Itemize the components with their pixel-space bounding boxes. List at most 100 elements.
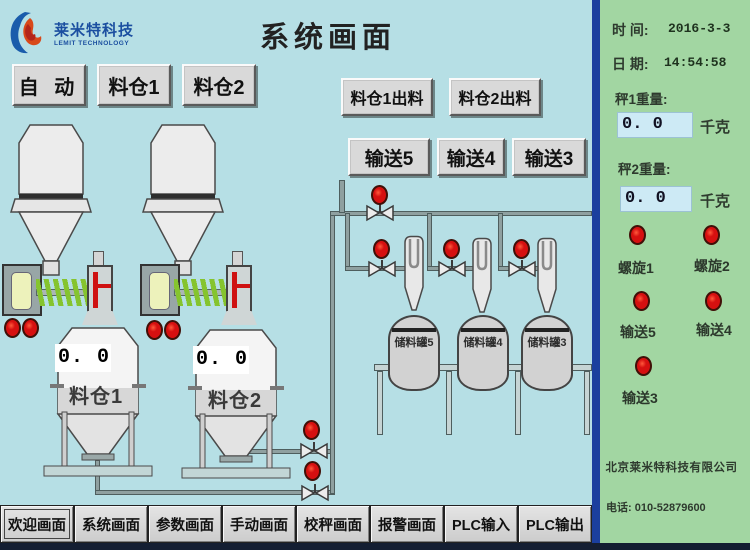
- nav-scale-calibration-screen[interactable]: 校秤画面: [296, 505, 370, 543]
- valve-indicator-lamp: [443, 239, 460, 259]
- screw2-indicator-lamp: [164, 320, 181, 340]
- conveyor5-status-lamp: [633, 291, 650, 311]
- valve-indicator-lamp: [513, 239, 530, 259]
- hopper2-label: 料仓2: [208, 390, 263, 412]
- conveyor4-status-lamp: [705, 291, 722, 311]
- nav-params-screen[interactable]: 参数画面: [148, 505, 222, 543]
- bottom-edge-strip: [0, 543, 750, 550]
- screw2-motor: [140, 264, 180, 316]
- valve-indicator-lamp: [373, 239, 390, 259]
- tank-band: [461, 328, 505, 332]
- pipe: [339, 180, 345, 213]
- conveyor5-button[interactable]: 输送5: [348, 138, 430, 176]
- tank-stand-leg: [515, 371, 521, 435]
- conveyor4-button[interactable]: 输送4: [437, 138, 505, 176]
- storage-tank-5: 储料罐5: [388, 315, 440, 391]
- valve-indicator-lamp: [304, 461, 321, 481]
- company-logo-icon: [10, 12, 42, 54]
- pipe: [330, 211, 592, 216]
- pipe: [330, 211, 335, 494]
- screw1-indicator-lamp: [4, 318, 21, 338]
- valve-indicator-lamp: [303, 420, 320, 440]
- nav-plc-output-screen[interactable]: PLC输出: [518, 505, 592, 543]
- nav-alarm-screen[interactable]: 报警画面: [370, 505, 444, 543]
- time-value: 2016-3-3: [668, 21, 731, 36]
- cyclone-filter-5: [404, 235, 424, 311]
- valve-icon: [301, 484, 329, 502]
- company-name-text: 北京莱米特科技有限公司: [605, 462, 738, 474]
- tank4-label: 储料罐4: [463, 337, 503, 349]
- pipe: [498, 213, 503, 269]
- scale2-unit-label: 千克: [700, 193, 731, 210]
- storage-tank-4: 储料罐4: [457, 315, 509, 391]
- time-label: 时 间:: [612, 22, 649, 38]
- hopper1-label: 料仓1: [69, 386, 124, 408]
- discharge-column-1: [87, 265, 113, 313]
- scale1-unit-label: 千克: [700, 119, 731, 136]
- level-sensor-tick: [98, 284, 111, 288]
- motor-core: [149, 272, 170, 310]
- screw2-indicator-label: 螺旋2: [694, 258, 730, 274]
- silo1-button[interactable]: 料仓1: [97, 64, 171, 106]
- valve-icon: [438, 260, 466, 278]
- screw1-indicator-lamp: [22, 318, 39, 338]
- date-label: 日 期:: [612, 56, 649, 72]
- storage-tank-3: 储料罐3: [521, 315, 573, 391]
- auto-mode-button[interactable]: 自 动: [12, 64, 86, 106]
- conveyor3-indicator-label: 输送3: [622, 390, 658, 406]
- conveyor3-button[interactable]: 输送3: [512, 138, 586, 176]
- tank5-label: 储料罐5: [394, 337, 434, 349]
- tank-stand-leg: [446, 371, 452, 435]
- panel-divider: [592, 0, 600, 543]
- tank-band: [392, 328, 436, 332]
- conveyor5-indicator-label: 输送5: [620, 324, 656, 340]
- logo: 莱米特科技 LEMIT TECHNOLOGY: [6, 10, 134, 56]
- nav-system-screen[interactable]: 系统画面: [74, 505, 148, 543]
- tank-stand-leg: [584, 371, 590, 435]
- status-panel: [600, 0, 750, 543]
- screw2-status-lamp: [703, 225, 720, 245]
- valve-icon: [508, 260, 536, 278]
- pipe: [95, 490, 335, 495]
- bottom-navbar: 欢迎画面 系统画面 参数画面 手动画面 校秤画面 报警画面 PLC输入 PLC输…: [0, 505, 592, 543]
- company-name-en: LEMIT TECHNOLOGY: [54, 40, 130, 47]
- screw2-spiral: [174, 279, 228, 306]
- scale2-weight-field[interactable]: 0. 0: [620, 186, 692, 212]
- screw1-indicator-label: 螺旋1: [618, 260, 654, 276]
- motor-core: [11, 272, 32, 310]
- screw1-motor: [2, 264, 42, 316]
- phone-number: 电话: 010-52879600: [606, 502, 706, 514]
- scale1-weight-field[interactable]: 0. 0: [617, 112, 693, 138]
- level-sensor-tick: [237, 284, 250, 288]
- valve-icon: [366, 204, 394, 222]
- nav-plc-input-screen[interactable]: PLC输入: [444, 505, 518, 543]
- pipe: [345, 213, 350, 270]
- screw1-spiral: [36, 279, 94, 306]
- silo1-discharge-button[interactable]: 料仓1出料: [341, 78, 433, 116]
- discharge-flare: [82, 311, 118, 325]
- valve-icon: [300, 442, 328, 460]
- valve-icon: [368, 260, 396, 278]
- hopper1-weight-display: 0. 0: [55, 344, 111, 372]
- date-value: 14:54:58: [664, 55, 727, 70]
- hopper2-weight-display: 0. 0: [193, 346, 249, 374]
- discharge-flare: [221, 311, 257, 325]
- cyclone-filter-3: [537, 237, 557, 313]
- page-title: 系统画面: [259, 22, 396, 54]
- screw1-status-lamp: [629, 225, 646, 245]
- conveyor4-indicator-label: 输送4: [696, 322, 732, 338]
- screw2-indicator-lamp: [146, 320, 163, 340]
- scale2-weight-label: 秤2重量:: [618, 162, 671, 177]
- level-sensor: [93, 272, 98, 308]
- silo2-discharge-button[interactable]: 料仓2出料: [449, 78, 541, 116]
- storage-silo-1: [10, 124, 92, 276]
- company-name: 莱米特科技: [54, 22, 135, 39]
- nav-welcome-screen[interactable]: 欢迎画面: [0, 505, 74, 543]
- valve-indicator-lamp: [371, 185, 388, 205]
- nav-manual-screen[interactable]: 手动画面: [222, 505, 296, 543]
- storage-silo-2: [142, 124, 224, 276]
- level-sensor: [232, 272, 237, 308]
- silo2-button[interactable]: 料仓2: [182, 64, 256, 106]
- discharge-column-2: [226, 265, 252, 313]
